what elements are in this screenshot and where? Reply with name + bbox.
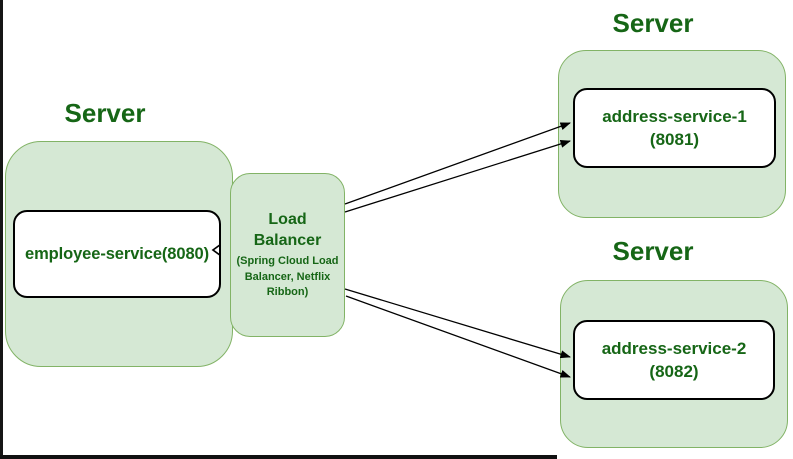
window-edge-left [0, 0, 3, 459]
arrow-lb-to-address-service-1-a [344, 122, 571, 205]
address-service-1-port: (8081) [649, 130, 700, 149]
load-balancer-subtitle-line: (Spring Cloud Load [236, 255, 339, 268]
address-service-2-port: (8082) [649, 362, 699, 381]
address-service-1-box: address-service-1 (8081) [573, 88, 776, 168]
arrow-lb-to-address-service-1-b [344, 140, 571, 213]
load-balancer-subtitle-line: Ribbon) [266, 286, 309, 299]
address-service-2-name: address-service-2 [601, 339, 747, 358]
server-label-left: Server [64, 98, 146, 128]
server-label-top-right: Server [612, 8, 694, 38]
server-label-bottom-right: Server [612, 236, 694, 266]
load-balancer-title: Load Balancer [253, 211, 322, 250]
arrow-lb-to-address-service-2-a [344, 288, 571, 359]
address-service-2-box: address-service-2 (8082) [573, 320, 775, 400]
employee-service-label: employee-service(8080) [25, 244, 209, 263]
load-balancer-box: Load Balancer (Spring Cloud Load Balance… [230, 173, 345, 337]
load-balancer-subtitle: (Spring Cloud Load Balancer, Netflix Rib… [235, 254, 341, 301]
employee-service-box: employee-service(8080) [13, 210, 221, 298]
window-edge-bottom [0, 455, 557, 459]
address-service-1-name: address-service-1 [602, 107, 747, 126]
load-balancer-subtitle-line: Balancer, Netflix [244, 270, 331, 283]
arrow-lb-to-address-service-2-b [345, 295, 571, 378]
